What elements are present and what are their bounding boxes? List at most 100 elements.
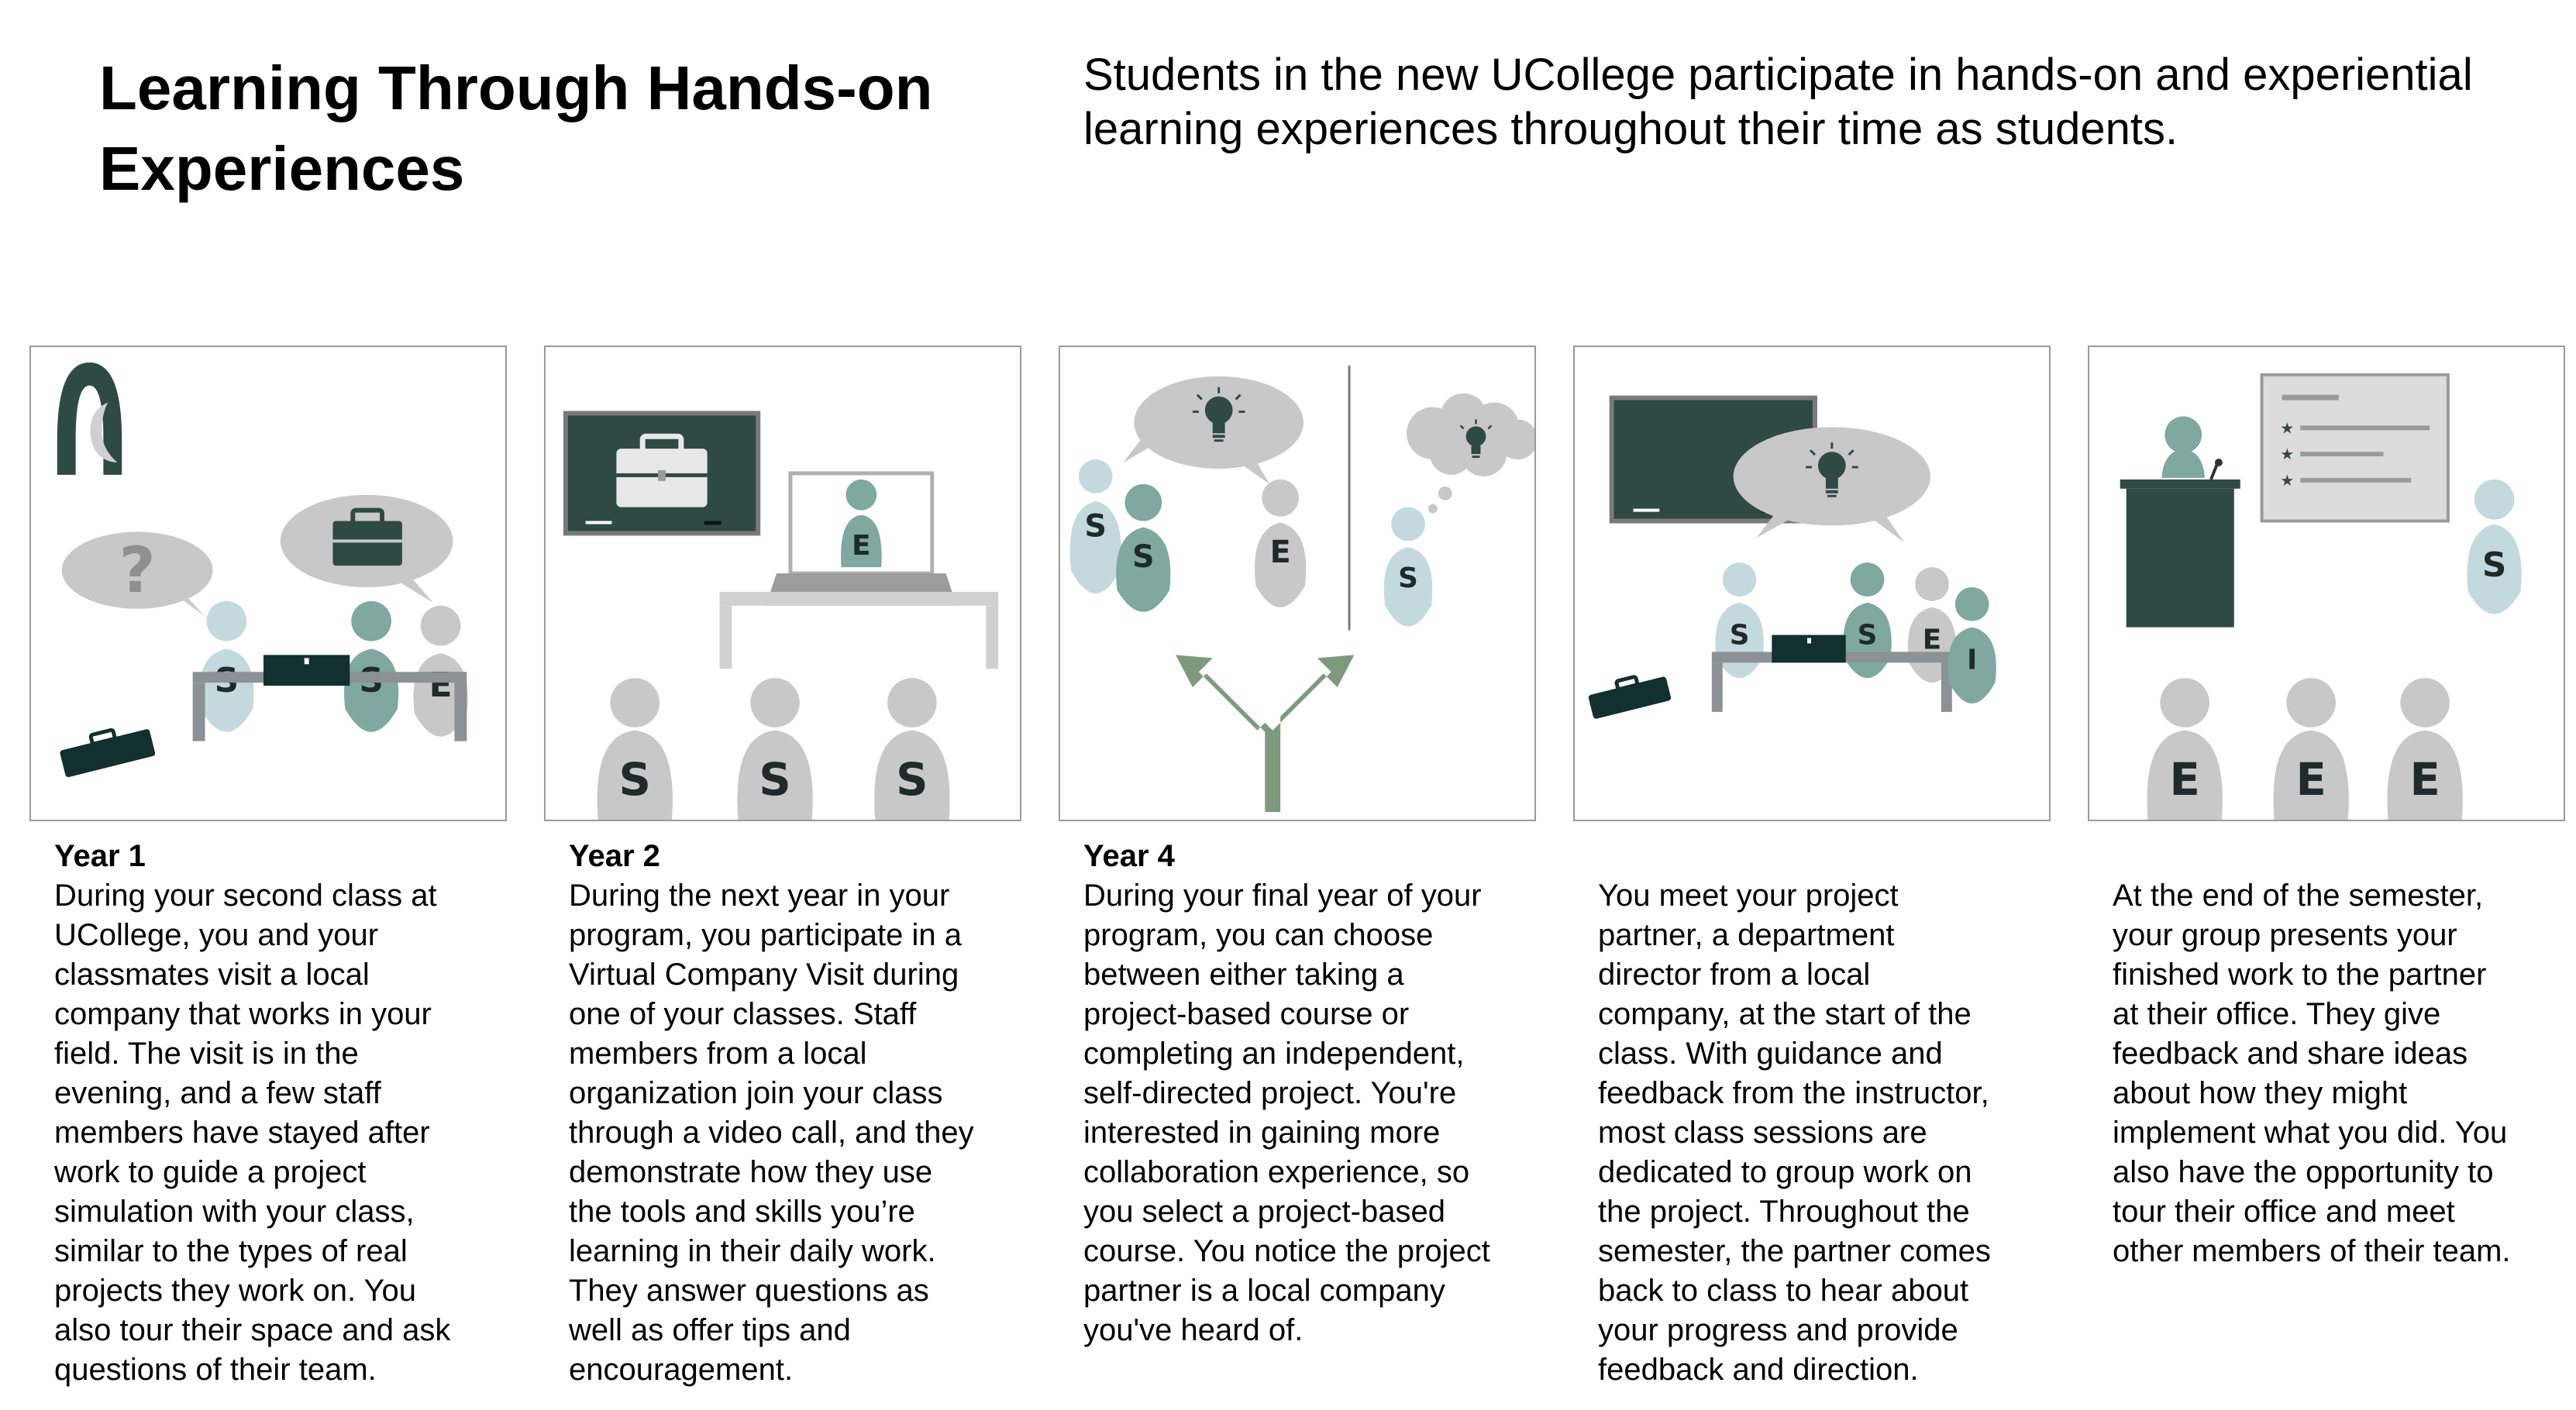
caption-line: course. You notice the project (1083, 1234, 1490, 1268)
person-employer-1: E (2147, 678, 2223, 820)
table (192, 655, 467, 741)
caption-line: evening, and a few staff (54, 1076, 381, 1110)
caption-line: through a video call, and they (569, 1116, 974, 1150)
star-list: ★ ★ ★ (2280, 419, 2430, 490)
caption-line: They answer questions as (569, 1274, 929, 1308)
person-student-1: S (199, 600, 254, 732)
caption-line: the project. Throughout the (1598, 1195, 1970, 1229)
caption-line: project-based course or (1083, 997, 1410, 1031)
caption-line: encouragement. (569, 1353, 794, 1387)
intro-line-1: Students in the new UCollege participate… (1083, 50, 2473, 100)
title-line-2: Experiences (99, 134, 465, 203)
person-employer-3: E (2387, 678, 2463, 820)
label-student: S (1132, 539, 1155, 575)
label-student: S (1398, 562, 1418, 594)
illustration-year-4: S S E S (1069, 365, 1534, 813)
caption-line: partner, a department (1598, 918, 1895, 952)
caption-year-2: Year 2 During the next year in your prog… (569, 837, 1026, 1390)
year-label: Year 1 (54, 839, 146, 873)
svg-text:★: ★ (2280, 472, 2294, 490)
caption-line: members from a local (569, 1037, 867, 1071)
caption-line: similar to the types of real (54, 1234, 408, 1268)
caption-line: the tools and skills you’re (569, 1195, 915, 1229)
caption-line: demonstrate how they use (569, 1155, 933, 1189)
podium-icon (2120, 416, 2240, 628)
caption-line: most class sessions are (1598, 1116, 1927, 1150)
caption-line: simulation with your class, (54, 1195, 415, 1229)
caption-line: You meet your project (1598, 879, 1899, 913)
caption-line: also have the opportunity to (2113, 1155, 2494, 1189)
caption-line: learning in their daily work. (569, 1234, 936, 1268)
caption-line: At the end of the semester, (2113, 879, 2484, 913)
caption-line: projects they work on. You (54, 1274, 416, 1308)
panel-year-1: ? S S E (29, 346, 507, 821)
panel-project-partner: S S E I (1573, 346, 2051, 821)
person-student-1: S (1069, 459, 1121, 593)
lightbulb-icon (1459, 419, 1493, 459)
caption-line: implement what you did. You (2113, 1116, 2508, 1150)
label-employer: E (2170, 754, 2200, 806)
panel-year-4: S S E S (1059, 346, 1536, 821)
caption-line: program, you participate in a (569, 918, 962, 952)
lightbulb-icon (1806, 442, 1858, 497)
caption-line: one of your classes. Staff (569, 997, 917, 1031)
person-employer: E (1255, 479, 1307, 607)
caption-line: company that works in your (54, 997, 432, 1031)
caption-line: tour their office and meet (2113, 1195, 2455, 1229)
person-student-2: S (1116, 483, 1171, 612)
caption-final-presentation: At the end of the semester, your group p… (2113, 837, 2570, 1271)
caption-line: questions of their team. (54, 1353, 377, 1387)
year-label: Year 4 (1083, 839, 1175, 873)
slide-board-icon: ★ ★ ★ (2260, 373, 2450, 523)
label-student: S (759, 754, 791, 806)
caption-line: you've heard of. (1083, 1313, 1303, 1347)
caption-text: During your second class at UCollege, yo… (54, 876, 511, 1390)
fork-arrow-icon (1176, 655, 1355, 813)
caption-line: about how they might (2113, 1076, 2408, 1110)
caption-text: You meet your project partner, a departm… (1598, 876, 2055, 1390)
lightbulb-icon (1192, 387, 1245, 442)
caption-line: UCollege, you and your (54, 918, 379, 952)
caption-line: dedicated to group work on (1598, 1155, 1972, 1189)
caption-line: self-directed project. You're (1083, 1076, 1457, 1110)
year-label (2113, 837, 2570, 876)
caption-year-4: Year 4 During your final year of your pr… (1083, 837, 1541, 1350)
person-student-1: S (597, 678, 673, 820)
caption-line: company, at the start of the (1598, 997, 1972, 1031)
idea-bubble-icon (1733, 427, 1930, 543)
dropped-briefcase-icon (1588, 675, 1672, 719)
caption-line: field. The visit is in the (54, 1037, 359, 1071)
briefcase-icon (616, 433, 708, 507)
person-student-3: S (1383, 507, 1433, 627)
page-title: Learning Through Hands-on Experiences (99, 48, 1014, 209)
intro-line-2: learning experiences throughout their ti… (1083, 104, 2178, 154)
person-student-2: S (737, 678, 813, 820)
illustration-year-1: ? S S E (57, 362, 468, 778)
panel-final-presentation: ★ ★ ★ S E (2088, 346, 2565, 821)
laptop-icon: E (766, 471, 957, 606)
caption-text: During the next year in your program, yo… (569, 876, 1026, 1390)
caption-line: program, you can choose (1083, 918, 1434, 952)
caption-text: During your final year of your program, … (1083, 876, 1541, 1350)
title-line-1: Learning Through Hands-on (99, 53, 933, 122)
caption-project-partner: You meet your project partner, a departm… (1598, 837, 2055, 1390)
year-label: Year 2 (569, 839, 660, 873)
illustration-final-presentation: ★ ★ ★ S E (2120, 373, 2522, 820)
table (1711, 634, 1952, 712)
illustration-project-partner: S S E I (1588, 395, 1996, 719)
svg-text:★: ★ (2280, 419, 2294, 437)
caption-line: you select a project-based (1083, 1195, 1445, 1229)
intro-text: Students in the new UCollege participate… (1083, 48, 2525, 156)
caption-line: feedback and direction. (1598, 1353, 1919, 1387)
label-student: S (1858, 619, 1878, 651)
caption-line: your progress and provide (1598, 1313, 1958, 1347)
caption-line: director from a local (1598, 958, 1871, 992)
question-bubble-icon: ? (61, 531, 213, 617)
person-instructor: I (1947, 586, 1996, 703)
label-student: S (1084, 508, 1107, 544)
caption-line: semester, the partner comes (1598, 1234, 1991, 1268)
label-employer: E (852, 530, 870, 562)
caption-line: work to guide a project (54, 1155, 367, 1189)
caption-line: also tour their space and ask (54, 1313, 451, 1347)
idea-bubble-icon (1123, 376, 1303, 484)
